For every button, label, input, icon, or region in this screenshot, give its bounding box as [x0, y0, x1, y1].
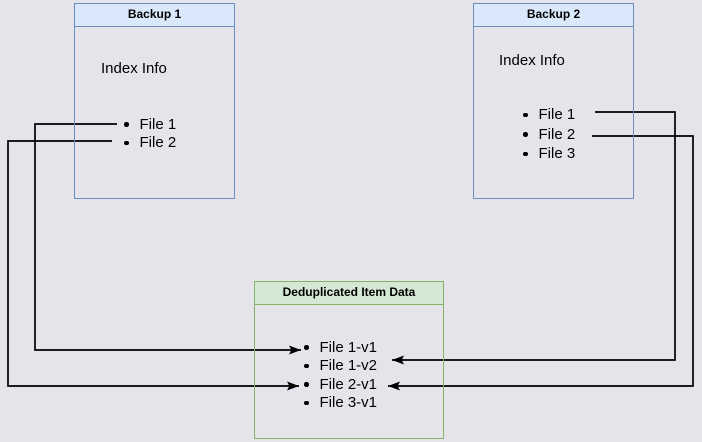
list-item: File 3 [523, 144, 575, 164]
backup1-file1-label: File 1 [139, 115, 177, 133]
bullet-icon [523, 151, 528, 156]
backup2-title: Backup 2 [474, 4, 633, 27]
list-item: File 1-v2 [304, 357, 377, 376]
backup2-file1-label: File 1 [538, 106, 576, 124]
list-item: File 1 [523, 105, 575, 125]
list-item: File 1-v1 [304, 338, 377, 357]
backup1-box: Backup 1 Index Info File 1 File 2 [74, 3, 235, 199]
backup1-index-info-label: Index Info [101, 60, 167, 77]
bullet-icon [523, 112, 528, 117]
dedup-item-list: File 1-v1 File 1-v2 File 2-v1 File 3-v1 [304, 338, 377, 412]
dedup-file1v2-label: File 1-v2 [319, 357, 378, 375]
list-item: File 1 [124, 115, 176, 134]
bullet-icon [523, 132, 528, 137]
list-item: File 3-v1 [304, 394, 377, 413]
backup2-box: Backup 2 Index Info File 1 File 2 File 3 [473, 3, 634, 199]
list-item: File 2 [124, 134, 176, 153]
backup1-file-list: File 1 File 2 [124, 115, 176, 152]
list-item: File 2 [523, 125, 575, 145]
bullet-icon [304, 363, 309, 368]
backup2-index-info-label: Index Info [499, 52, 565, 69]
deduplicated-item-data-box: Deduplicated Item Data File 1-v1 File 1-… [254, 281, 444, 439]
backup1-file2-label: File 2 [139, 134, 177, 152]
bullet-icon [124, 140, 129, 145]
backup2-file-list: File 1 File 2 File 3 [523, 105, 575, 164]
list-item: File 2-v1 [304, 375, 377, 394]
dedup-file3v1-label: File 3-v1 [319, 394, 378, 412]
dedup-file2v1-label: File 2-v1 [319, 375, 378, 393]
dedup-file1v1-label: File 1-v1 [319, 338, 378, 356]
backup2-file2-label: File 2 [538, 125, 576, 143]
bullet-icon [304, 400, 309, 405]
backup2-file3-label: File 3 [538, 145, 576, 163]
bullet-icon [304, 345, 309, 350]
bullet-icon [304, 382, 309, 387]
backup1-title: Backup 1 [75, 4, 234, 27]
bullet-icon [124, 122, 129, 127]
dedup-title: Deduplicated Item Data [255, 282, 443, 305]
